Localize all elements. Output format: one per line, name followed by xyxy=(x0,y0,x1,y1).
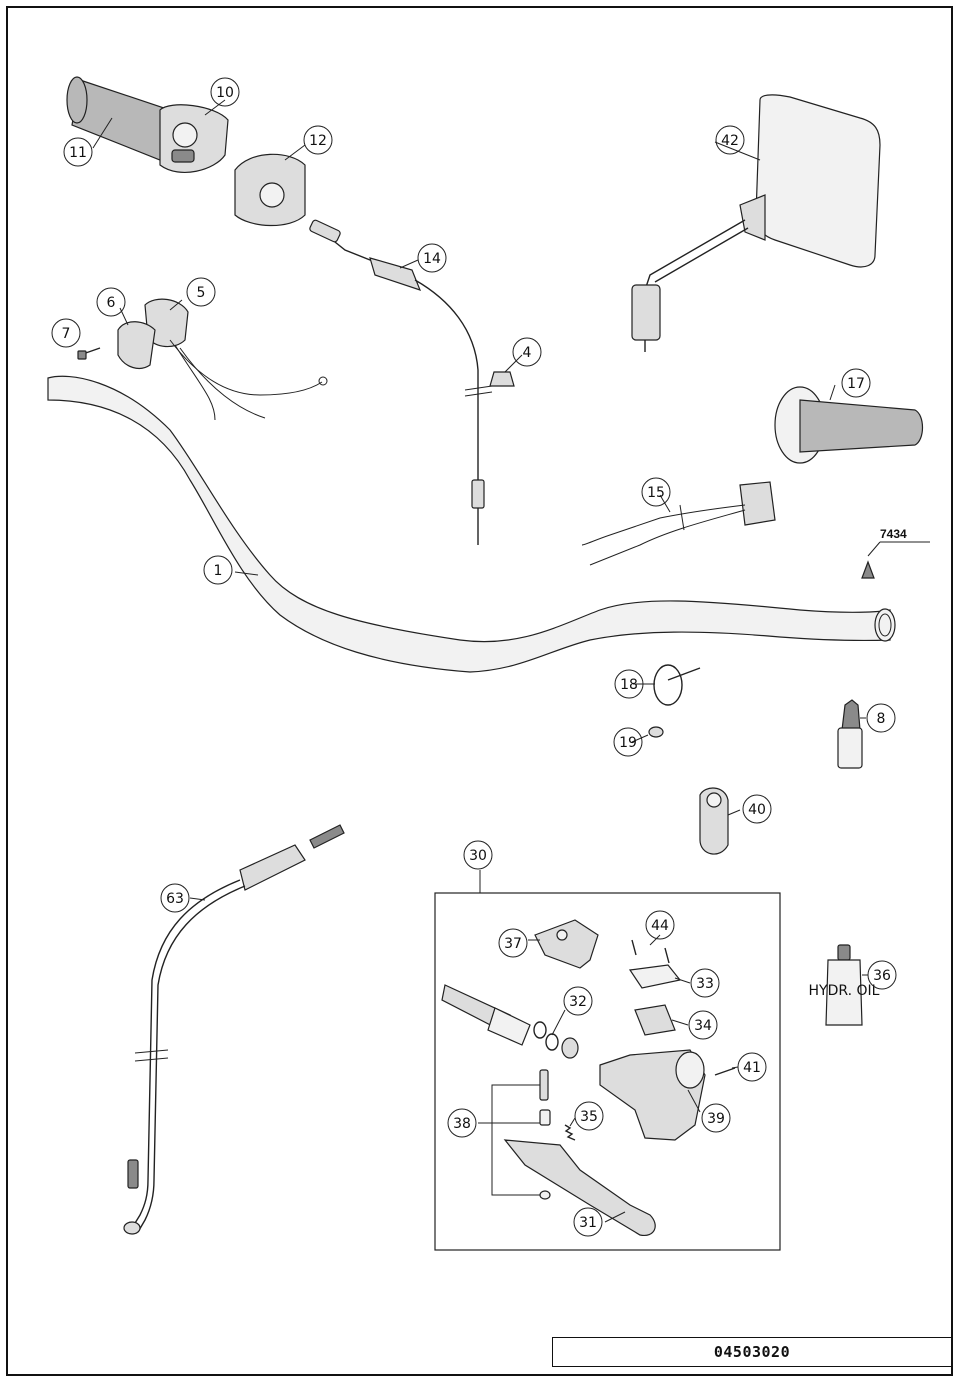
kill-switch-wiring xyxy=(169,339,328,421)
svg-text:42: 42 xyxy=(721,133,739,149)
callout-14: 14 xyxy=(417,243,447,273)
callout-42: 42 xyxy=(715,125,745,155)
callout-63: 63 xyxy=(160,883,190,913)
svg-text:36: 36 xyxy=(873,968,891,984)
drawing-frame xyxy=(6,6,953,1376)
svg-text:10: 10 xyxy=(216,85,234,101)
callouts: 1 4 5 6 7 8 10 11 12 14 15 17 18 19 30 3… xyxy=(51,77,897,1237)
hydraulic-oil-bottle[interactable]: HYDR. OIL xyxy=(809,944,880,1026)
svg-text:5: 5 xyxy=(197,285,206,301)
reservoir-cap[interactable] xyxy=(628,964,682,989)
callout-8: 8 xyxy=(866,703,896,733)
clamp-screw[interactable] xyxy=(77,347,101,360)
cable-nut[interactable] xyxy=(489,371,515,387)
piston-seals[interactable] xyxy=(533,1021,579,1059)
svg-text:38: 38 xyxy=(453,1116,471,1132)
svg-text:30: 30 xyxy=(469,848,487,864)
svg-text:63: 63 xyxy=(166,891,184,907)
callout-7: 7 xyxy=(51,318,81,348)
leader-lines xyxy=(92,99,868,1223)
reservoir-diaphragm[interactable] xyxy=(634,1004,676,1036)
svg-text:14: 14 xyxy=(423,251,441,267)
svg-text:7: 7 xyxy=(62,326,71,342)
svg-text:1: 1 xyxy=(214,563,223,579)
callout-34: 34 xyxy=(688,1010,718,1040)
lever-pivot-pin[interactable] xyxy=(491,1069,551,1196)
master-cylinder-group-box xyxy=(434,892,781,1251)
throttle-housing[interactable] xyxy=(159,104,229,174)
callout-10: 10 xyxy=(210,77,240,107)
master-cylinder-body[interactable] xyxy=(599,1049,706,1141)
mirror[interactable] xyxy=(631,94,881,352)
left-grip[interactable] xyxy=(774,386,924,464)
svg-text:18: 18 xyxy=(620,677,638,693)
switch-clamp-upper[interactable] xyxy=(144,298,189,348)
callout-19: 19 xyxy=(613,727,643,757)
piston-assembly[interactable] xyxy=(441,984,531,1046)
drawing-number: 04503020 xyxy=(713,1343,791,1361)
svg-text:31: 31 xyxy=(579,1215,597,1231)
svg-text:41: 41 xyxy=(743,1060,761,1076)
return-spring[interactable] xyxy=(564,1124,576,1141)
callout-33: 33 xyxy=(690,968,720,998)
svg-text:19: 19 xyxy=(619,735,637,751)
callout-11: 11 xyxy=(63,137,93,167)
throttle-cable[interactable] xyxy=(309,219,493,545)
handlebar[interactable] xyxy=(47,375,896,673)
callout-12: 12 xyxy=(303,125,333,155)
svg-text:8: 8 xyxy=(877,711,886,727)
svg-text:4: 4 xyxy=(523,345,532,361)
callout-44: 44 xyxy=(645,910,675,940)
callout-17: 17 xyxy=(841,368,871,398)
brake-clamp[interactable] xyxy=(699,787,729,855)
svg-text:35: 35 xyxy=(580,1109,598,1125)
callout-4: 4 xyxy=(512,337,542,367)
callout-41: 41 xyxy=(737,1052,767,1082)
reservoir-cover-clip[interactable] xyxy=(534,919,599,969)
svg-text:12: 12 xyxy=(309,133,327,149)
callout-15: 15 xyxy=(641,477,671,507)
callout-38: 38 xyxy=(447,1108,477,1138)
callout-30: 30 xyxy=(463,840,493,870)
callout-32: 32 xyxy=(563,986,593,1016)
callout-39: 39 xyxy=(701,1103,731,1133)
drawing-number-box: 04503020 xyxy=(552,1337,952,1367)
svg-text:40: 40 xyxy=(748,802,766,818)
grease-bottle[interactable] xyxy=(837,699,863,769)
callout-35: 35 xyxy=(574,1101,604,1131)
reference-label-7434: 7434 xyxy=(880,527,907,541)
callout-5: 5 xyxy=(186,277,216,307)
clutch-hose[interactable] xyxy=(123,824,345,1235)
callout-18: 18 xyxy=(614,669,644,699)
svg-text:32: 32 xyxy=(569,994,587,1010)
throttle-grip[interactable] xyxy=(66,76,171,161)
svg-text:44: 44 xyxy=(651,918,669,934)
svg-text:11: 11 xyxy=(69,145,87,161)
callout-36: 36 xyxy=(867,960,897,990)
svg-text:39: 39 xyxy=(707,1111,725,1127)
callout-31: 31 xyxy=(573,1207,603,1237)
svg-text:34: 34 xyxy=(694,1018,712,1034)
start-switch[interactable] xyxy=(581,481,776,566)
callout-40: 40 xyxy=(742,794,772,824)
svg-text:6: 6 xyxy=(107,295,116,311)
cable-tie[interactable] xyxy=(653,664,701,706)
mounting-screw[interactable] xyxy=(714,1067,736,1076)
callout-6: 6 xyxy=(96,287,126,317)
callout-37: 37 xyxy=(498,928,528,958)
svg-text:17: 17 xyxy=(847,376,865,392)
throttle-cover[interactable] xyxy=(234,153,306,227)
bottle-label: HYDR. OIL xyxy=(809,983,880,999)
svg-text:33: 33 xyxy=(696,976,714,992)
ref-part-7434[interactable] xyxy=(861,541,930,579)
switch-clamp-lower[interactable] xyxy=(117,321,156,369)
svg-text:15: 15 xyxy=(647,485,665,501)
svg-text:37: 37 xyxy=(504,936,522,952)
small-nut[interactable] xyxy=(648,726,664,738)
callout-1: 1 xyxy=(203,555,233,585)
brake-lever[interactable] xyxy=(503,1139,656,1237)
cover-screws[interactable] xyxy=(631,939,670,964)
